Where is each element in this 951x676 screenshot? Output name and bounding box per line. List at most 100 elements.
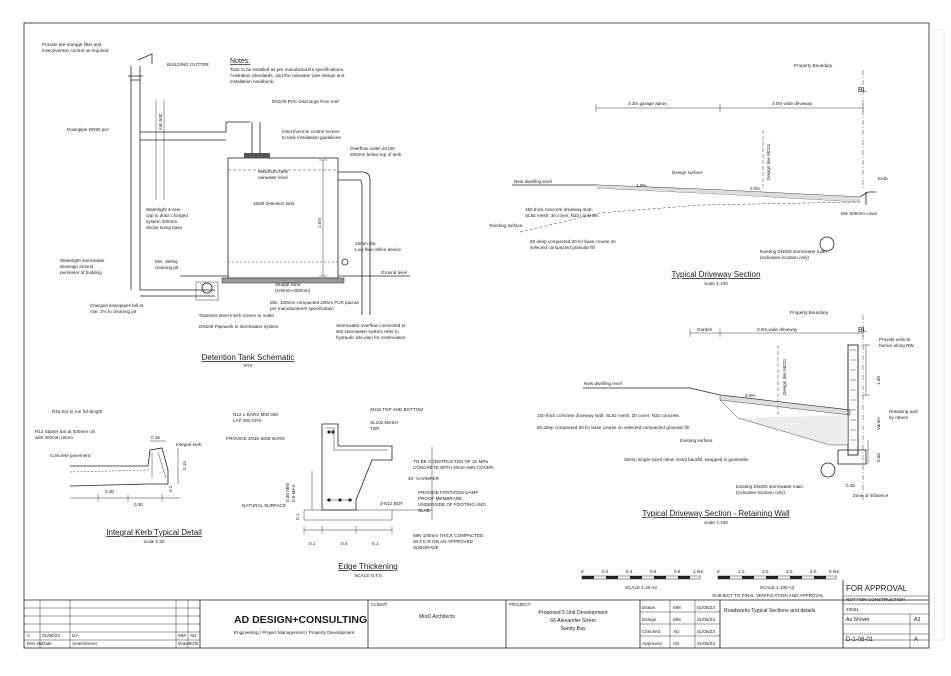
role-date: 01/06/23 xyxy=(697,617,715,622)
label-subgrade: SUBGRADE xyxy=(413,545,439,550)
subject-note: SUBJECT TO FINAL VERIFICATION AND APPROV… xyxy=(712,593,824,598)
label-design-line2: Design line MC01 xyxy=(782,358,787,395)
firm-tagline: Engineering / Project Management / Prope… xyxy=(234,630,355,635)
label-prestorage: insect/vermin control as required xyxy=(42,48,109,53)
project-line: 66 Alexander Street xyxy=(550,618,596,624)
client-name: MinD Architects xyxy=(419,614,455,620)
label-existing2: Existing surface xyxy=(680,438,713,443)
label-overflow-conn: hydraulic site plan for continuation xyxy=(336,335,406,340)
label-subgrade: MIN 100mm THICK COMPACTED xyxy=(413,533,484,538)
client-label: CLIENT xyxy=(371,602,388,607)
dim-4: 0.45 xyxy=(846,483,855,488)
label-width: 3.0m wide driveway xyxy=(772,101,813,106)
role-date: 01/06/23 xyxy=(697,641,715,646)
label-dn100-roof: DN100 PVC Discharge from roof xyxy=(272,99,339,104)
label-n12: N12 L-BARS MIN 300 xyxy=(233,412,278,417)
label-fcr-pad: per manufacturers specification xyxy=(270,306,334,311)
scale-tick: 1.0 xyxy=(738,569,745,574)
scale-tick: 1.0m xyxy=(693,569,703,574)
label-concrete: TO BE CONSTRUCTED OF 32 MPa xyxy=(413,459,488,464)
label-watertight: drainage around xyxy=(60,264,94,269)
title-driveway2: Typical Driveway Section - Retaining Wal… xyxy=(642,509,790,518)
driveway-retaining-section: Property Boundary BL Garden 3.0m wide dr… xyxy=(537,310,918,525)
rev-header: Amendment xyxy=(72,641,97,646)
label-grade2: 3.0% xyxy=(750,186,760,191)
scale-tick: 2.0 xyxy=(762,569,769,574)
label-screw-cap: Watertight screw xyxy=(146,207,181,212)
label-ground: Ground level xyxy=(381,270,407,275)
label-main: (indicative location only) xyxy=(760,255,809,260)
label-watertight: perimeter of building xyxy=(60,270,102,275)
label-membrane: PROVIDE FORTICON DAMP xyxy=(418,490,478,495)
label-concrete: CONCRETE WITH 40mm MIN COVER. xyxy=(413,465,494,470)
rev-header: Rev No xyxy=(27,641,43,646)
dim-01a: 0.1 xyxy=(309,541,316,546)
notes-block: Notes: Tank to be installed as per manuf… xyxy=(230,58,345,84)
label-overflow-conn: site stormwater system refer to xyxy=(336,329,399,334)
label-slab2: 150 thick concrete driveway slab; SL82 m… xyxy=(537,413,680,418)
label-charged: min. 1% to cleaning pit xyxy=(90,309,137,314)
label-overflow-outlet: 200mm below top of tank xyxy=(350,152,402,157)
initials: MM xyxy=(673,605,681,610)
scale-label-2: SCALE 1:100 A3 xyxy=(760,585,795,590)
notes-line: installation handbook. xyxy=(230,79,274,84)
revision: A xyxy=(914,637,918,643)
scale-detention: NTS xyxy=(243,363,252,368)
label-dwelling: New dwelling level xyxy=(514,179,552,184)
rev-cell: AD xyxy=(190,633,197,638)
dim-2: Varies xyxy=(876,417,881,430)
dim-04: 0.4 xyxy=(341,541,348,546)
label-top-bottom: 3N16 TOP AND BOTTOM xyxy=(370,407,423,412)
rev-cell: DA xyxy=(72,633,79,638)
label-boundary2: Property Boundary xyxy=(790,310,829,315)
label-side-bars: PROVIDE 2N16 SIDE BARS xyxy=(226,436,285,441)
scale-tick: 0.4 xyxy=(626,569,633,574)
label-r12: with 300mm return xyxy=(35,435,73,440)
label-max-level: rainwater level xyxy=(258,175,288,180)
label-barrier: Provide vehicle xyxy=(879,337,911,342)
label-pit: cleaning pit xyxy=(155,265,179,270)
label-membrane: PROOF MEMBRANE xyxy=(418,496,462,501)
label-r16: R16 bar to run full length xyxy=(52,409,103,414)
detention-tank-schematic: Provide pre-storage filter and insect/ve… xyxy=(42,42,410,368)
role-checked: Checked xyxy=(642,629,661,634)
scale-tick: 0.2 xyxy=(602,569,609,574)
title-detention: Detention Tank Schematic xyxy=(202,353,295,362)
label-min500: min 500 xyxy=(158,113,163,130)
dim-01c: 0.1 xyxy=(295,513,300,520)
dim-01b: 0.1 xyxy=(372,541,379,546)
notes-line: Tank to be installed as per manufacturer… xyxy=(230,67,344,72)
label-backfill: 20mm single sized clean metal backfill, … xyxy=(624,457,749,462)
label-sl102: TOP xyxy=(370,426,379,431)
role-approved: Approved xyxy=(642,641,662,646)
label-main2: (indicative location only) xyxy=(736,490,785,495)
label-existing: Existing surface xyxy=(490,223,523,228)
scale-tick: 4.0 xyxy=(810,569,817,574)
role-drawn: Drawn xyxy=(642,605,656,610)
retaining-wall xyxy=(847,344,859,456)
rev-header: Chk xyxy=(190,641,199,646)
scale-tick: 0.8 xyxy=(674,569,681,574)
rev-header: Date xyxy=(42,641,52,646)
label-mesh-screen: Stainless steel mesh screen to outlet xyxy=(199,313,275,318)
label-grade1: 1.0% xyxy=(636,183,646,188)
scale-value: As Shown xyxy=(846,617,869,623)
job-number: 23061 xyxy=(846,607,859,612)
label-barrier: barrier along RW xyxy=(879,343,914,348)
dim-015: 0.15 xyxy=(151,435,160,440)
title-edge: Edge Thickening xyxy=(338,562,397,571)
dim-030: 0.30 xyxy=(134,502,143,507)
label-pavement: Concrete pavement xyxy=(50,453,91,458)
label-natural: NATURAL SURFACE xyxy=(242,503,286,508)
drawing-number: D-1-08-01 xyxy=(846,637,874,643)
project-line: Sandy Bay xyxy=(560,626,585,632)
label-membrane: SLAB xyxy=(418,508,430,513)
label-depth: 2.0m xyxy=(317,218,322,228)
role-date: 01/06/23 xyxy=(697,605,715,610)
scale-kerb: scale 1:20 xyxy=(144,539,165,544)
label-n12: LAP 400 CRS xyxy=(233,418,262,423)
label-width2: 3.0m wide driveway xyxy=(757,327,798,332)
label-pit: Min. 350sq. xyxy=(155,259,179,264)
drawing-title: Roadworks Typical Sections and details xyxy=(724,608,816,614)
label-kerb: Kerb xyxy=(878,176,888,181)
